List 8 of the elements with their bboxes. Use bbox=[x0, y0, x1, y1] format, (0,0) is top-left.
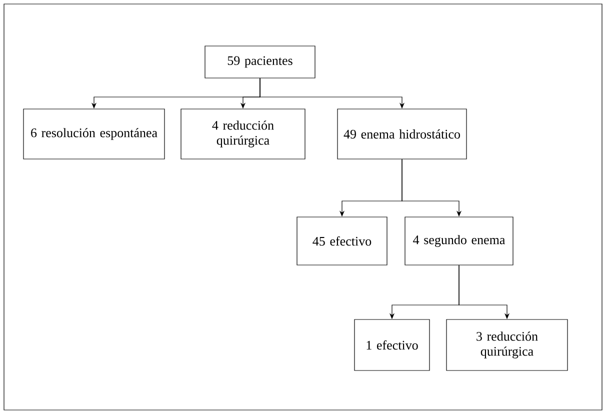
box: 4 segundo enema bbox=[404, 216, 514, 266]
box: 59 pacientes bbox=[204, 46, 316, 78]
box: 3 reducción quirúrgica bbox=[446, 319, 568, 371]
box: 1 efectivo bbox=[354, 319, 430, 371]
box: 49 enema hidrostático bbox=[337, 108, 467, 160]
box: 45 efectivo bbox=[296, 216, 388, 266]
box: 6 resolución espontánea bbox=[23, 108, 165, 160]
box: 4 reducción quirúrgica bbox=[180, 108, 306, 160]
